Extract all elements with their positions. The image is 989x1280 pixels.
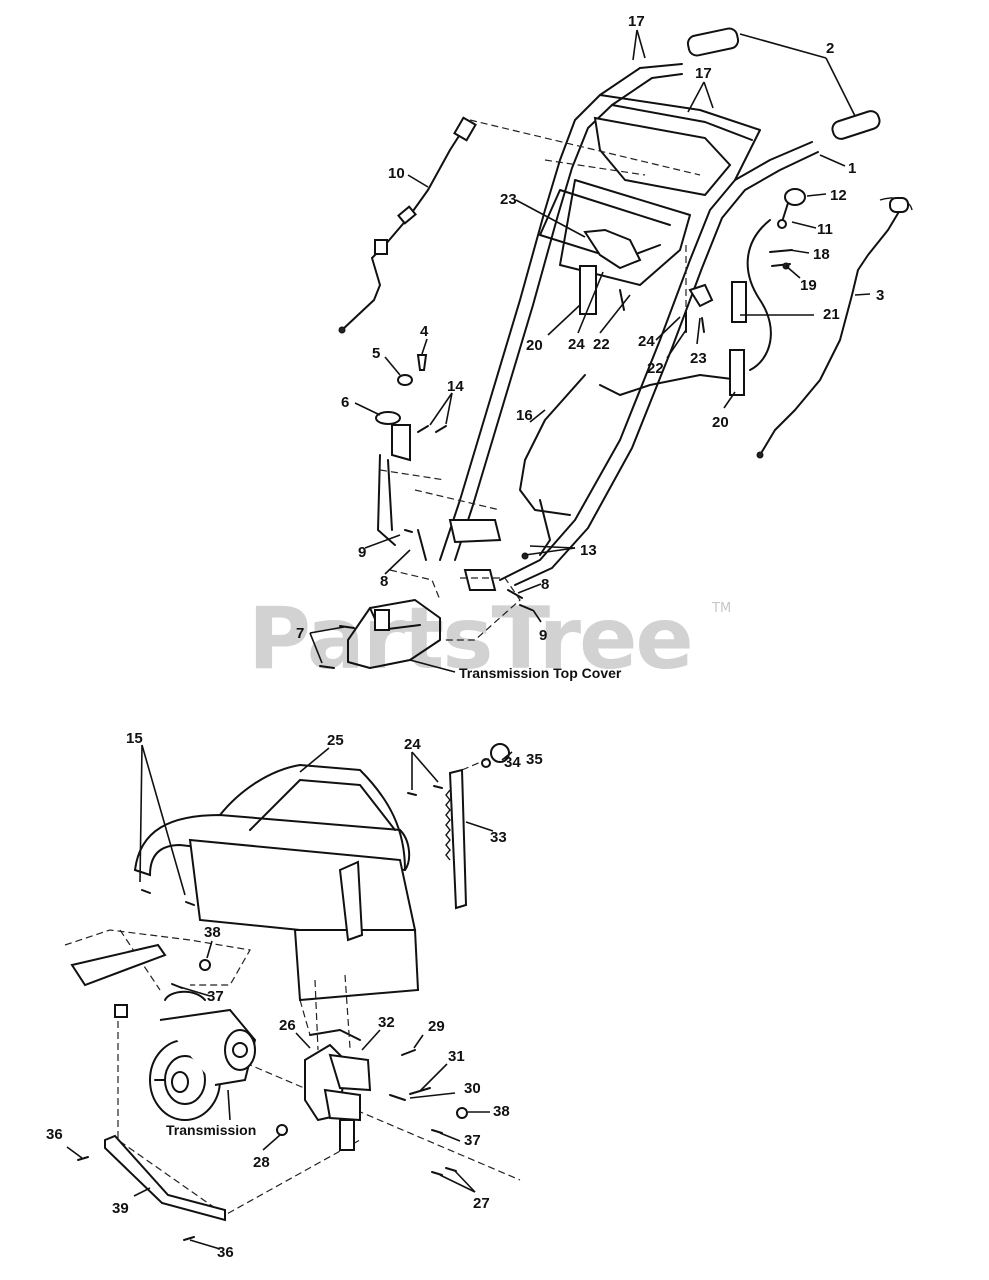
pins-18-19 [769, 249, 793, 270]
callout-1: 1 [848, 160, 856, 177]
transmission-top-cover-label: Transmission Top Cover [459, 665, 622, 681]
screw-8-right [507, 589, 523, 599]
cable-10 [338, 116, 477, 334]
callout-8b: 8 [541, 576, 549, 593]
callout-5: 5 [372, 345, 380, 362]
screws-22-24 [619, 289, 705, 333]
bolt-4 [416, 354, 428, 371]
callout-27: 27 [473, 1195, 490, 1212]
bracket-23-lower [688, 283, 714, 308]
leader-lines [66, 29, 871, 1250]
callout-39: 39 [112, 1200, 129, 1217]
bracket-6 [375, 411, 411, 546]
screws-24-lower [407, 785, 443, 796]
callout-8a: 8 [380, 573, 388, 590]
bracket-23-upper [583, 228, 642, 270]
callout-10: 10 [388, 165, 405, 182]
callout-12: 12 [830, 187, 847, 204]
callout-31: 31 [448, 1048, 465, 1065]
cable-21 [746, 219, 772, 371]
callout-26: 26 [279, 1017, 296, 1034]
callout-19: 19 [800, 277, 817, 294]
callout-29: 29 [428, 1018, 445, 1035]
callout-36b: 36 [217, 1244, 234, 1261]
screw-9-right [519, 604, 533, 611]
callout-numbers: 17 2 17 1 10 12 23 11 18 19 3 21 20 24 2… [46, 13, 884, 1261]
callout-20b: 20 [712, 414, 729, 431]
cable-3 [756, 197, 913, 459]
callout-28: 28 [253, 1154, 270, 1171]
bracket-20-lower [729, 281, 747, 396]
callout-9a: 9 [358, 544, 366, 561]
handle-grip [686, 27, 881, 140]
callout-4: 4 [420, 323, 429, 340]
callout-30: 30 [464, 1080, 481, 1097]
callout-3: 3 [876, 287, 884, 304]
callout-21: 21 [823, 306, 840, 323]
callout-35: 35 [526, 751, 543, 768]
tine-bar-left [70, 943, 167, 1018]
nut-28 [276, 1124, 288, 1136]
callout-37b: 37 [464, 1132, 481, 1149]
screw-9-left [404, 529, 413, 533]
callout-38b: 38 [493, 1103, 510, 1120]
callout-17b: 17 [695, 65, 712, 82]
throttle-knob [777, 188, 806, 229]
callout-16: 16 [516, 407, 533, 424]
handle-bracket-right [463, 569, 497, 591]
nut-38-upper [199, 959, 211, 971]
callout-22a: 22 [593, 336, 610, 353]
callout-23a: 23 [500, 191, 517, 208]
callout-24c: 24 [404, 736, 421, 753]
callout-37a: 37 [207, 988, 224, 1005]
cable-16 [519, 374, 586, 516]
knob-5 [397, 374, 413, 386]
nut-38-lower [456, 1107, 468, 1119]
control-panel [593, 116, 732, 197]
watermark-text: PartsTree [248, 589, 692, 689]
callout-36a: 36 [46, 1126, 63, 1143]
callout-13: 13 [580, 542, 597, 559]
transmission-top-cover-part [319, 577, 521, 669]
callout-15: 15 [126, 730, 143, 747]
knob-35 [461, 743, 510, 771]
screw-8-left [417, 529, 427, 561]
screw-36-left [77, 1156, 89, 1161]
watermark-trademark: TM [711, 601, 731, 616]
callout-33: 33 [490, 829, 507, 846]
depth-stake-bracket [304, 974, 372, 1151]
transmission-part [149, 990, 257, 1121]
drag-bar-39 [104, 1134, 226, 1222]
callout-11: 11 [817, 221, 833, 238]
callout-17a: 17 [628, 13, 645, 30]
screws-14 [417, 425, 447, 433]
bolt-29 [401, 1049, 416, 1056]
tine-shield [133, 764, 420, 1002]
callout-38a: 38 [204, 924, 221, 941]
callout-24b: 24 [638, 333, 655, 350]
callout-14: 14 [447, 378, 464, 395]
callout-18: 18 [813, 246, 830, 263]
callout-24a: 24 [568, 336, 585, 353]
callout-7: 7 [296, 625, 304, 642]
callout-25: 25 [327, 732, 344, 749]
callout-23b: 23 [690, 350, 707, 367]
callout-22b: 22 [647, 360, 664, 377]
callout-32: 32 [378, 1014, 395, 1031]
shield-flap [338, 860, 364, 942]
depth-bar [445, 768, 468, 910]
handlebar-assembly [439, 27, 881, 591]
handle-bracket-left [448, 519, 502, 544]
pin-30 [389, 1094, 406, 1101]
callout-9b: 9 [539, 627, 547, 644]
callout-20a: 20 [526, 337, 543, 354]
callout-34: 34 [504, 754, 521, 771]
transmission-label: Transmission [166, 1122, 256, 1138]
callout-2: 2 [826, 40, 834, 57]
screws-15 [141, 889, 195, 906]
screw-36-bottom [183, 1236, 195, 1241]
callout-6: 6 [341, 394, 349, 411]
